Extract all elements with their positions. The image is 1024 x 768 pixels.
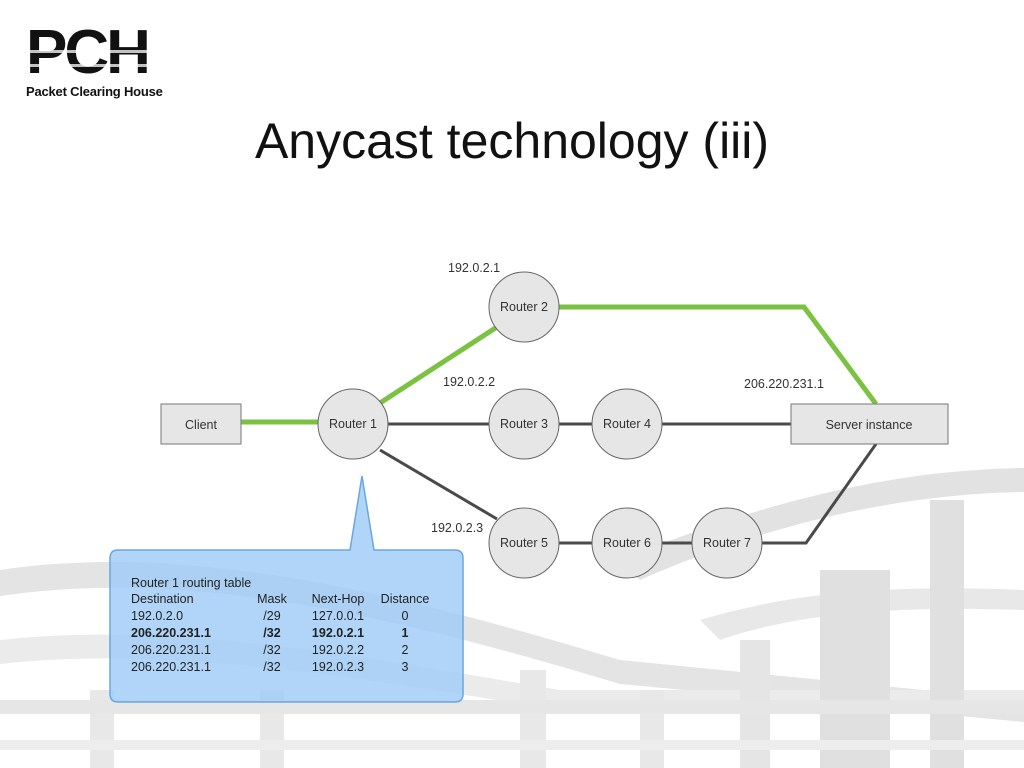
header-next-hop: Next-Hop xyxy=(311,592,365,606)
client-box xyxy=(160,403,242,445)
link-r2-server xyxy=(558,304,879,406)
cell-mask: /32 xyxy=(263,660,281,674)
table-row: 206.220.231.1 /32 192.0.2.3 3 xyxy=(131,659,431,676)
routing-table-header: Destination Mask Next-Hop Distance xyxy=(131,591,431,608)
cell-next-hop: 192.0.2.3 xyxy=(311,660,365,674)
router-1-label: Router 1 xyxy=(329,417,377,431)
router-2-label: Router 2 xyxy=(500,300,548,314)
routing-table: Router 1 routing table Destination Mask … xyxy=(131,576,431,676)
cell-mask: /32 xyxy=(263,626,281,640)
cell-destination: 206.220.231.1 xyxy=(131,626,211,640)
ip-label-router5: 192.0.2.3 xyxy=(431,521,483,535)
header-mask: Mask xyxy=(257,592,287,606)
table-row: 192.0.2.0 /29 127.0.0.1 0 xyxy=(131,608,431,625)
logo-stripe xyxy=(26,64,184,67)
router-5-node xyxy=(488,507,560,579)
cell-mask: /29 xyxy=(263,609,281,623)
router-7-node xyxy=(691,507,763,579)
cell-distance: 0 xyxy=(401,609,409,623)
cell-next-hop: 127.0.0.1 xyxy=(311,609,365,623)
cell-mask: /32 xyxy=(263,643,281,657)
cell-destination: 206.220.231.1 xyxy=(131,643,211,657)
router-4-label: Router 4 xyxy=(603,417,651,431)
cell-distance: 1 xyxy=(401,626,409,640)
cell-next-hop: 192.0.2.2 xyxy=(311,643,365,657)
router-4-node xyxy=(591,388,663,460)
table-row: 206.220.231.1 /32 192.0.2.2 2 xyxy=(131,642,431,659)
router-7-label: Router 7 xyxy=(703,536,751,550)
router-5-label: Router 5 xyxy=(500,536,548,550)
header-destination: Destination xyxy=(131,592,194,606)
table-row-selected: 206.220.231.1 /32 192.0.2.1 1 xyxy=(131,625,431,642)
pch-logo: PCH Packet Clearing House xyxy=(26,22,186,102)
callout-shape xyxy=(109,475,464,703)
logo-wordmark: Packet Clearing House xyxy=(26,84,163,99)
routing-table-title: Router 1 routing table xyxy=(131,576,252,590)
client-label: Client xyxy=(185,418,217,432)
router-6-node xyxy=(591,507,663,579)
cell-distance: 3 xyxy=(401,660,409,674)
slide-title: Anycast technology (iii) xyxy=(254,113,770,169)
logo-stripe xyxy=(26,50,184,53)
server-box xyxy=(790,403,949,445)
header-distance: Distance xyxy=(380,592,430,606)
router-6-label: Router 6 xyxy=(603,536,651,550)
link-r1-r5 xyxy=(379,448,498,521)
ip-label-router3: 192.0.2.2 xyxy=(443,375,495,389)
link-r1-r2 xyxy=(378,322,502,406)
router-2-node xyxy=(488,271,560,343)
router-3-node xyxy=(488,388,560,460)
link-r7-server xyxy=(761,443,878,545)
ip-label-router2: 192.0.2.1 xyxy=(448,261,500,275)
cell-next-hop: 192.0.2.1 xyxy=(311,626,365,640)
cell-distance: 2 xyxy=(401,643,409,657)
cell-destination: 192.0.2.0 xyxy=(131,609,184,623)
cell-destination: 206.220.231.1 xyxy=(131,660,211,674)
server-label: Server instance xyxy=(826,418,913,432)
ip-label-server: 206.220.231.1 xyxy=(744,377,824,391)
router-1-node xyxy=(317,388,389,460)
router-3-label: Router 3 xyxy=(500,417,548,431)
